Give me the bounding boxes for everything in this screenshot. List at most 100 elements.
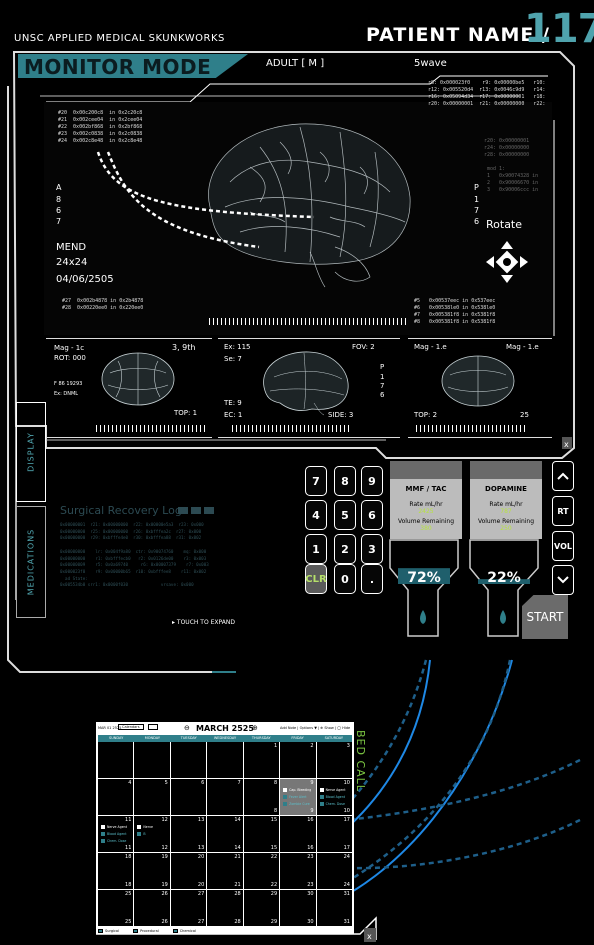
brain-scan-panel[interactable]: #20 0x00c200c8 in 0x2c20c8 #21 0x002cee0… [44,80,552,335]
calendar-day[interactable]: 2 [280,742,316,778]
calendar-day[interactable] [134,742,170,778]
key-4[interactable]: 4 [305,500,327,530]
calendar-day[interactable]: 3 [316,742,352,778]
key-6[interactable]: 6 [361,500,383,530]
drip-rate: 787 [500,508,512,515]
surgical-log-text[interactable]: 0x00000001 r21: 0x00000000 r22: 0x00000e… [60,522,209,588]
calendar-options[interactable]: Add Note | Options ▼ | ⊕ Show | ◯ Hide [280,726,351,730]
tab-display[interactable]: DISPLAY [16,402,46,502]
calendar-event[interactable]: Blood Agent [319,795,345,799]
prev-month-icon[interactable]: ⊖ [184,724,190,732]
drip-percent-mmf: 72% [407,570,441,586]
calendar-event[interactable]: Chem. Dose [319,802,345,806]
key-0[interactable]: 0 [334,564,356,594]
key-8[interactable]: 8 [334,466,356,496]
legend-item: Chemical [172,929,196,933]
scan-panel-right[interactable]: Mag - 1.e Mag - 1.e TOP: 2 25 [408,338,552,438]
key-7[interactable]: 7 [305,466,327,496]
start-button[interactable]: START [522,595,568,639]
scan-panel-mid[interactable]: Ex: 115 Se: 7 FOV: 2 TE: 9 EC: 1 SIDE: 3… [218,338,400,438]
calendar-event[interactable]: Blood Agent [101,832,126,836]
calendar-day[interactable]: 1 [243,742,280,778]
drip-card-dopamine[interactable]: DOPAMINE Rate mL/hr 787 Volume Remaining… [470,461,542,539]
rotate-dpad-icon[interactable] [484,239,530,285]
calendar-event[interactable]: B [137,832,146,836]
a-label: A [56,183,62,192]
calendar-widget[interactable]: MAR 01 2525 Calendars ⊖ MARCH 2525 ⊕ Add… [96,722,354,934]
tab-medications[interactable]: MEDICATIONS [16,506,46,618]
brain-3d-icon [208,123,411,288]
calendar-day[interactable]: 4 [98,779,134,815]
key-2[interactable]: 2 [334,534,356,564]
calendar-event[interactable]: Fever Alert [283,795,307,799]
rt-button[interactable]: RT [552,496,574,526]
key-5[interactable]: 5 [334,500,356,530]
scan-panel-left[interactable]: Mag - 1c ROT: 000 F 86 19293 Ex: DNML 3,… [46,338,212,438]
memory-dump-bottom-right: #5 0x00537eec in 0x537eec #6 0x00538le0 … [414,298,496,325]
calendar-event[interactable]: Nerve Agent [101,825,127,829]
drip-card-mmf[interactable]: MMF / TAC Rate mL/hr 2425 Volume Remaini… [390,461,462,539]
scroll-up-button[interactable] [552,461,574,491]
day-number: 6 [201,780,205,786]
calendar-day[interactable]: 7 [207,779,243,815]
side-value: SIDE: 3 [328,411,354,419]
next-month-icon[interactable]: ⊕ [252,724,258,732]
clear-key[interactable]: CLR [305,564,327,594]
calendar-event[interactable]: Nerve [137,825,153,829]
calendar-day[interactable] [98,742,134,778]
calendar-day[interactable]: 6 [170,779,207,815]
calendar-day[interactable]: 5 [134,779,170,815]
drip-name: DOPAMINE [485,485,527,493]
touch-to-expand[interactable]: ▸ TOUCH TO EXPAND [172,619,235,626]
day-number-bottom: 8 [273,808,278,814]
day-number: 21 [234,854,241,860]
calendar-event[interactable]: Cap. Bleeding [283,788,311,792]
key-3[interactable]: 3 [361,534,383,564]
calendar-day[interactable] [207,742,243,778]
day-number: 5 [164,780,168,786]
decimal-key[interactable]: . [361,564,383,594]
memory-dump-right-top: r8: 0x000023f0 r9: 0x00000be5 r10: r12: … [428,80,546,107]
mode-tab[interactable] [18,54,248,78]
scroll-down-button[interactable] [552,565,574,595]
calendar-day[interactable] [170,742,207,778]
drip-volume: 380 [420,525,432,532]
calendar-event[interactable]: Chem. Dose [101,839,126,843]
key-9[interactable]: 9 [361,466,383,496]
key-1[interactable]: 1 [305,534,327,564]
calendars-button[interactable]: Calendars [118,724,144,730]
day-number: 19 [161,854,168,860]
drip-rate: 2425 [418,508,434,515]
calendar-event[interactable]: Zombie Cure [283,802,310,806]
calendar-event[interactable]: Nerve Agent [319,788,346,792]
vol-button[interactable]: VOL [552,531,574,561]
bed-call-label: BED CALL [354,730,367,792]
blank-button[interactable] [148,724,159,730]
